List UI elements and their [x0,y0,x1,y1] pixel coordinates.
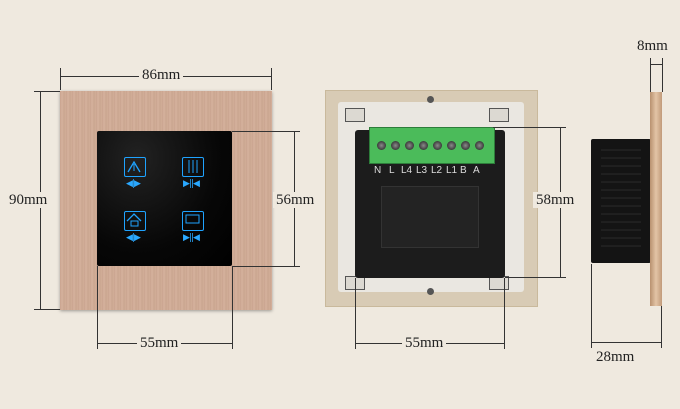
terminal-label: B [460,165,467,176]
terminal-screw [461,141,470,150]
dimension-tick [493,127,566,128]
front-width-label: 86mm [139,67,184,83]
dimension-tick [97,266,98,349]
terminal-screw [391,141,400,150]
dimension-tick [271,68,272,90]
dimension-tick [34,309,60,310]
play-pause-arrows-icon: ▶||◀ [183,233,200,243]
dimension-tick [355,278,356,349]
back-width-label: 55mm [402,335,447,351]
dimension-tick [34,91,60,92]
terminal-screw [475,141,484,150]
screen-key-icon[interactable] [182,211,204,231]
back-box-center-block [381,186,479,248]
terminal-label: L3 [416,165,428,176]
terminal-screw [377,141,386,150]
dimension-tick [232,266,233,349]
dimension-tick [505,277,566,278]
side-body [591,139,651,263]
side-plate [650,92,662,306]
terminal-label: L2 [431,165,443,176]
back-height-label: 58mm [533,192,578,208]
dimension-tick [60,68,61,90]
mount-clip [489,108,509,122]
side-plate-depth-label: 8mm [634,38,671,54]
dimension-tick [650,58,651,92]
dimension-tick [504,278,505,349]
open-close-arrows-icon: ◀|▶ [126,179,141,189]
shade-key-icon[interactable] [124,211,146,231]
dimension-tick [591,264,592,348]
terminal-screw [419,141,428,150]
side-body-depth-label: 28mm [593,349,638,365]
dimension-tick [662,58,663,92]
terminal-label: L1 [446,165,458,176]
dimension-tick [661,306,662,348]
terminal-label: N [374,165,382,176]
side-depth-dimension-line [650,64,662,65]
blind-key-icon[interactable] [182,157,204,177]
terminal-label: L4 [401,165,413,176]
terminal-screw [405,141,414,150]
terminal-screw [433,141,442,150]
front-height-label: 90mm [6,192,51,208]
glass-width-label: 55mm [137,335,182,351]
glass-height-label: 56mm [273,192,318,208]
touch-glass-panel: ◀|▶ ▶||◀ ◀|▶ ▶||◀ [97,131,232,266]
side-body-depth-dimension-line [591,342,662,343]
terminal-screw [447,141,456,150]
mount-hole [427,288,434,295]
terminal-label: L [389,165,395,176]
side-body-ribs [601,149,641,253]
play-pause-arrows-icon: ▶||◀ [183,179,200,189]
dimension-tick [232,266,300,267]
open-close-arrows-icon: ◀|▶ [126,233,141,243]
mount-hole [427,96,434,103]
terminal-block [369,127,495,164]
terminal-label: A [473,165,480,176]
mount-clip [489,276,509,290]
mount-clip [345,108,365,122]
dimension-tick [232,131,300,132]
curtain-open-key-icon[interactable] [124,157,146,177]
